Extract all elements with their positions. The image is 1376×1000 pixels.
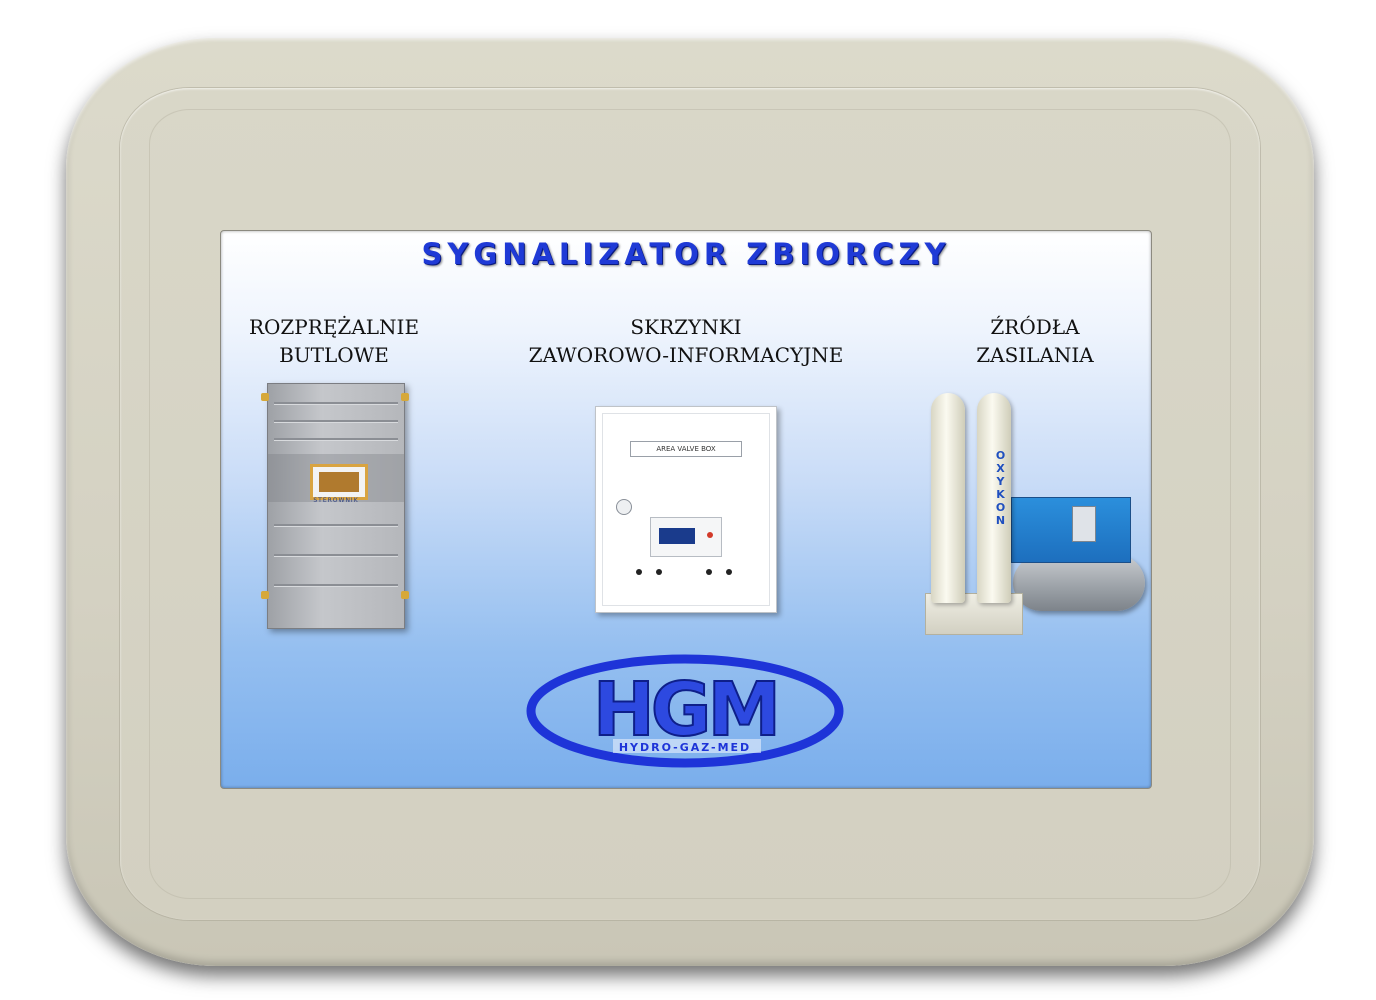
category-label-line2: ZASILANIA	[976, 343, 1094, 367]
category-label-line1: ROZPRĘŻALNIE	[248, 315, 420, 339]
category-label-line2: BUTLOWE	[279, 343, 389, 367]
gauge-port-icon	[636, 569, 642, 575]
screen-title: SYGNALIZATOR ZBIORCZY	[421, 237, 951, 271]
category-label-line2: ZAWOROWO-INFORMACYJNE	[528, 343, 844, 367]
compressor-panel	[1072, 506, 1096, 542]
hgm-logo: HGM HYDRO-GAZ-MED	[526, 654, 844, 768]
category-valve-boxes-label[interactable]: SKRZYNKI ZAWOROWO-INFORMACYJNE	[506, 313, 866, 369]
oxykon-label: OXYKON	[991, 449, 1009, 531]
oxykon-text: OXYKON	[994, 449, 1007, 527]
logo-subtitle: HYDRO-GAZ-MED	[619, 741, 751, 754]
logo-band	[613, 739, 761, 753]
gauge-port-icon	[656, 569, 662, 575]
valve-box-image[interactable]: AREA VALVE BOX	[595, 406, 777, 613]
pipe-fitting-icon	[401, 393, 409, 401]
pipe-fitting-icon	[401, 591, 409, 599]
controller-display	[310, 464, 368, 500]
regulator-slat	[274, 524, 398, 526]
oxygen-generator-image[interactable]: OXYKON	[917, 379, 1151, 641]
category-power-sources-label[interactable]: ŹRÓDŁA ZASILANIA	[937, 313, 1133, 369]
regulator-slat	[274, 554, 398, 556]
gauge-port-icon	[706, 569, 712, 575]
cylinder-regulator-image[interactable]: STEROWNIK	[267, 383, 405, 629]
adsorber-tank-right	[977, 393, 1011, 603]
pipe-fitting-icon	[261, 393, 269, 401]
regulator-slat	[274, 584, 398, 586]
valve-box-door	[602, 413, 770, 606]
compressor-unit	[1011, 497, 1131, 563]
pipe-fitting-icon	[261, 591, 269, 599]
category-cylinder-regulators-label[interactable]: ROZPRĘŻALNIE BUTLOWE	[221, 313, 447, 369]
alarm-panel	[650, 517, 722, 557]
alarm-led-icon	[707, 532, 713, 538]
air-receiver-tank	[1013, 555, 1145, 611]
regulator-slat	[274, 438, 398, 440]
controller-label: STEROWNIK	[313, 497, 359, 504]
category-label-line1: ŹRÓDŁA	[990, 315, 1080, 339]
logo-ellipse	[526, 654, 844, 768]
gauge-port-icon	[726, 569, 732, 575]
adsorber-tank-left	[931, 393, 965, 603]
alarm-display	[659, 528, 695, 544]
valve-box-label: AREA VALVE BOX	[630, 441, 742, 457]
lock-icon	[616, 499, 632, 515]
regulator-slat	[274, 402, 398, 404]
category-label-line1: SKRZYNKI	[630, 315, 742, 339]
regulator-slat	[274, 420, 398, 422]
touch-screen: SYGNALIZATOR ZBIORCZY ROZPRĘŻALNIE BUTLO…	[220, 230, 1152, 789]
